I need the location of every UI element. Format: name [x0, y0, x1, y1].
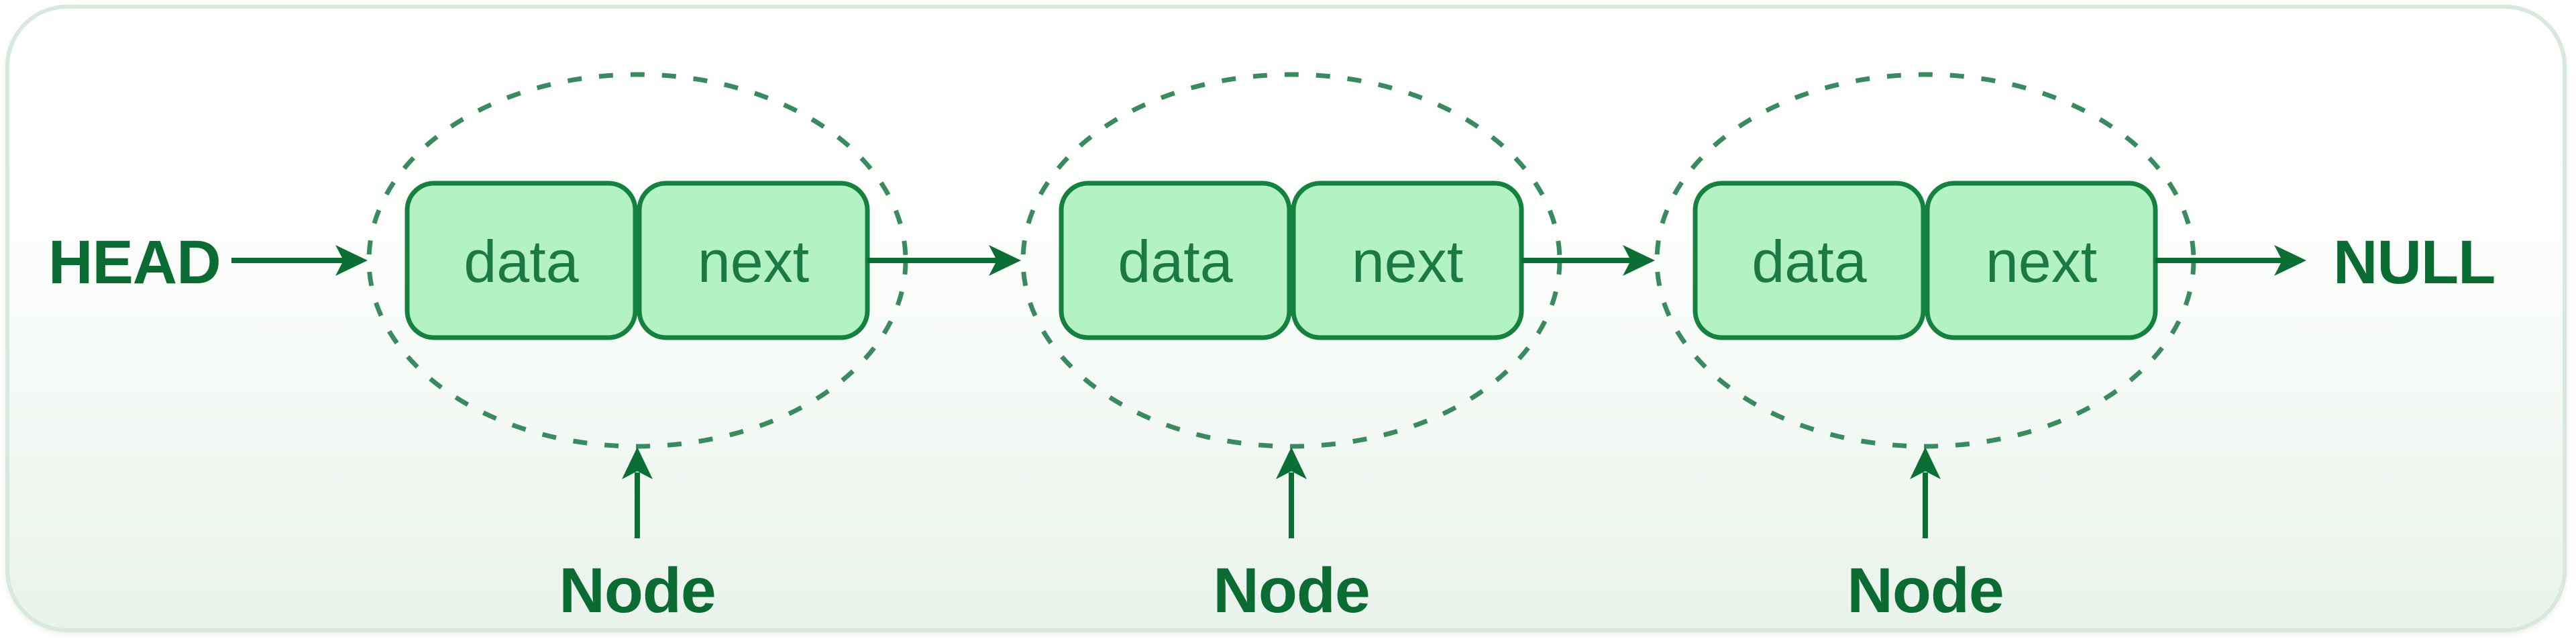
node-caption: Node: [1213, 555, 1370, 626]
data-field-box: [1059, 181, 1292, 340]
next-field-label: next: [698, 228, 809, 295]
data-field-box: [405, 181, 638, 340]
head-arrow: [231, 245, 368, 276]
data-field-label: data: [464, 228, 578, 295]
next-arrow: [867, 245, 1021, 276]
data-field-label: data: [1118, 228, 1232, 295]
node-caption: Node: [559, 555, 716, 626]
node-pointer-arrow: [1910, 447, 1941, 538]
node-pointer-arrow: [1276, 447, 1307, 538]
node-pointer-arrow: [622, 447, 653, 538]
head-label: HEAD: [48, 228, 221, 297]
next-arrow: [1521, 245, 1655, 276]
next-field-label: next: [1352, 228, 1463, 295]
node-group: data next Node: [1654, 72, 2196, 626]
node-group: data next Node: [366, 72, 908, 626]
node-caption: Node: [1847, 555, 2004, 626]
null-arrow: [2155, 245, 2306, 276]
null-label: NULL: [2333, 228, 2495, 297]
node-group: data next Node: [1020, 72, 1562, 626]
data-field-label: data: [1752, 228, 1866, 295]
next-field-label: next: [1986, 228, 2097, 295]
data-field-box: [1693, 181, 1926, 340]
